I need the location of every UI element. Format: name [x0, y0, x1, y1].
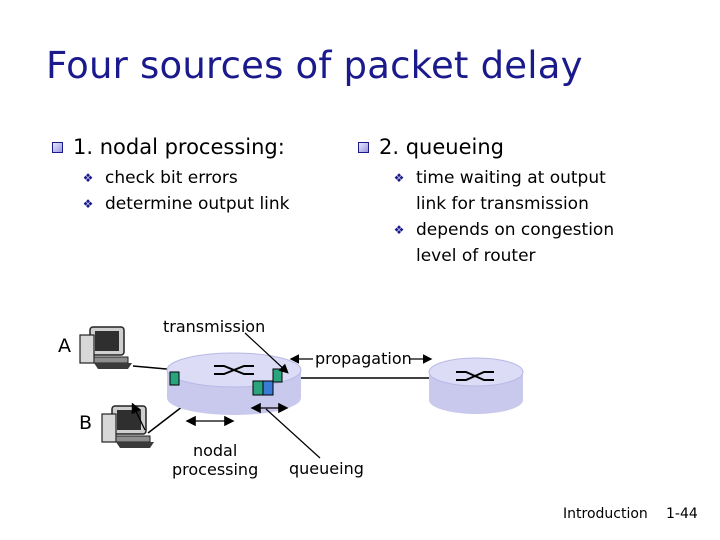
router-symbol-icon [456, 371, 494, 381]
square-bullet-icon [358, 141, 369, 153]
diamond-bullet-icon: ❖ [82, 197, 94, 211]
list-item-text: determine output link [105, 194, 290, 214]
host-b-uplink-arrow [131, 402, 146, 431]
router-symbol-icon [214, 365, 254, 375]
nodal-processing-section: 1. nodal processing: ❖ check bit errors … [52, 133, 290, 217]
host-a-computer-icon [79, 326, 132, 369]
packet-icon [252, 380, 264, 396]
diamond-bullet-icon: ❖ [393, 223, 405, 237]
queueing-label: queueing [289, 459, 364, 478]
list-item: ❖ time waiting at output link for transm… [392, 165, 632, 217]
router-right [428, 357, 524, 414]
host-b-label: B [79, 412, 93, 434]
nodal-processing-heading: 1. nodal processing: [52, 133, 290, 161]
nodal-processing-heading-text: 1. nodal processing: [73, 135, 285, 159]
router-left [166, 352, 302, 415]
nodal-label-line2: processing [172, 460, 259, 479]
packet-icon [272, 368, 283, 383]
queueing-section: 2. queueing ❖ time waiting at output lin… [358, 133, 632, 269]
transmission-arrow [244, 332, 289, 374]
diamond-bullet-icon: ❖ [393, 171, 405, 185]
queued-packet-icon [262, 380, 274, 396]
nodal-processing-label: nodal processing [172, 441, 258, 479]
host-b-computer-icon [101, 405, 154, 448]
list-item: ❖ check bit errors [81, 165, 290, 191]
propagation-label: propagation [315, 349, 412, 368]
list-item: ❖ depends on congestion level of router [392, 217, 632, 269]
list-item-text: depends on congestion level of router [416, 220, 615, 266]
footer-section-label: Introduction [563, 506, 648, 522]
transmission-label: transmission [163, 317, 266, 336]
diamond-bullet-icon: ❖ [82, 171, 94, 185]
queueing-heading-text: 2. queueing [379, 135, 504, 159]
list-item-text: check bit errors [105, 168, 238, 188]
queueing-pointer-line [265, 408, 321, 459]
slide-title: Four sources of packet delay [46, 44, 583, 87]
nodal-processing-list: ❖ check bit errors ❖ determine output li… [81, 165, 290, 217]
packet-icon [169, 371, 180, 386]
footer-page-number: 1-44 [666, 506, 698, 522]
list-item-text: time waiting at output link for transmis… [416, 168, 606, 214]
list-item: ❖ determine output link [81, 191, 290, 217]
host-a-label: A [58, 335, 71, 357]
queueing-heading: 2. queueing [358, 133, 632, 161]
nodal-label-line1: nodal [192, 441, 238, 460]
queueing-list: ❖ time waiting at output link for transm… [392, 165, 632, 269]
square-bullet-icon [52, 141, 63, 153]
